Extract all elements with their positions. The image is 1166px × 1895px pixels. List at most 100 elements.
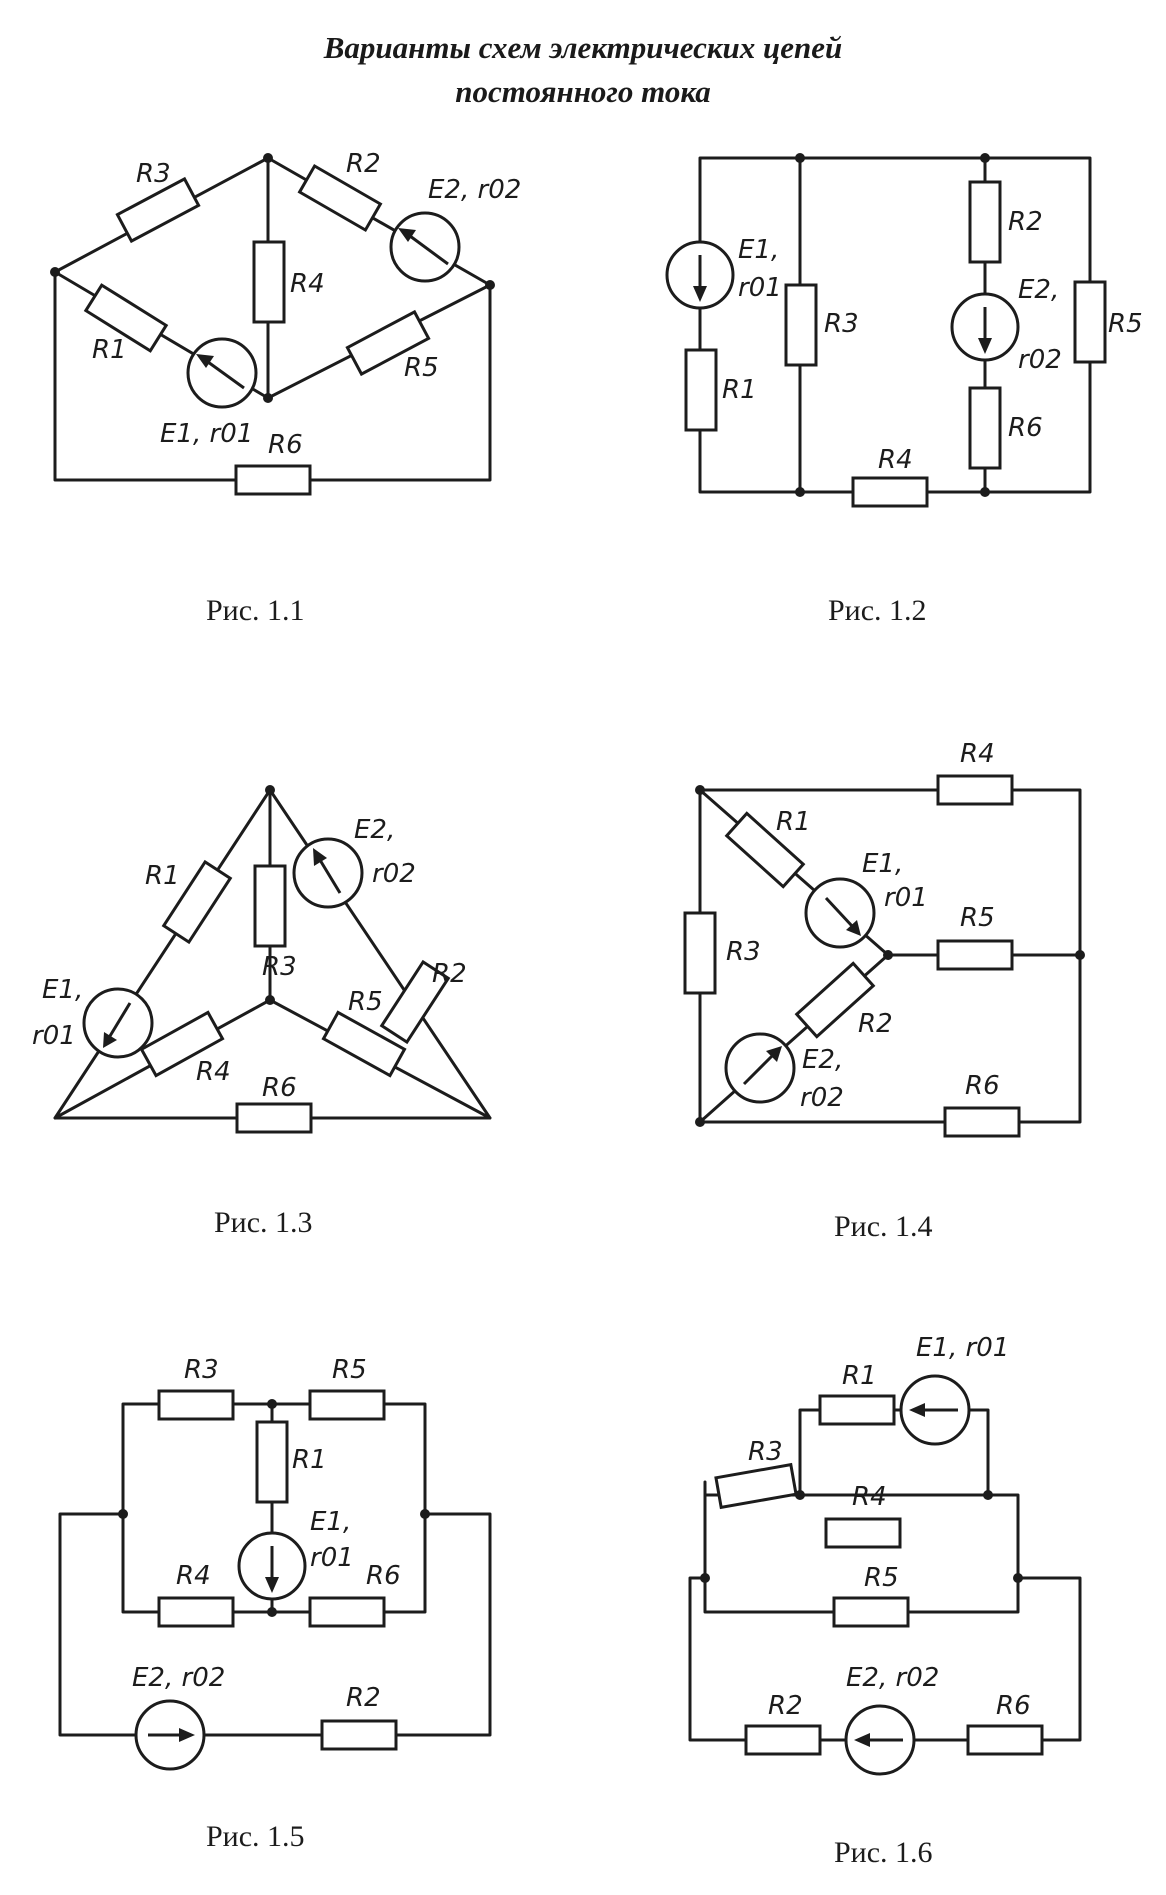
node <box>118 1509 128 1519</box>
node <box>980 487 990 497</box>
label-r1: R1 <box>292 1445 327 1475</box>
figure-1-6: E1, r01 R1 R3 R4 R5 E2, r02 R2 R6 Рис. 1… <box>688 1333 1082 1869</box>
node <box>695 785 705 795</box>
figure-1-4: R4 R1 E1, r01 R5 R3 R2 E2, r02 R6 Рис. 1… <box>683 739 1085 1243</box>
label-r2: R2 <box>1008 207 1043 237</box>
resistor-r1 <box>161 859 233 945</box>
label-r2: R2 <box>346 1683 381 1713</box>
resistor-r5 <box>832 1596 910 1628</box>
label-r3: R3 <box>726 937 761 967</box>
source-e1 <box>186 337 258 409</box>
label-r3: R3 <box>136 159 171 189</box>
resistor-r2 <box>744 1724 822 1756</box>
label-r3: R3 <box>748 1437 783 1467</box>
node <box>420 1509 430 1519</box>
caption-fig-1-3: Рис. 1.3 <box>214 1206 313 1239</box>
label-r1: R1 <box>842 1361 877 1391</box>
resistor-r1 <box>255 1420 289 1504</box>
resistor-r3 <box>714 1462 798 1510</box>
node <box>883 950 893 960</box>
label-e2-b: r02 <box>1018 345 1062 375</box>
caption-fig-1-6: Рис. 1.6 <box>834 1836 933 1869</box>
source-e1 <box>665 240 735 310</box>
resistor-r4 <box>252 240 286 324</box>
resistor-r1 <box>818 1394 896 1426</box>
label-e1-b: r01 <box>884 883 928 913</box>
node <box>263 153 273 163</box>
label-e2-a: E2, <box>1018 275 1059 305</box>
label-e1: E1, r01 <box>916 1333 1009 1363</box>
label-e2-a: E2, <box>354 815 395 845</box>
resistor-r6 <box>234 464 312 496</box>
resistor-r6 <box>308 1596 386 1628</box>
label-r1: R1 <box>776 807 811 837</box>
node <box>795 153 805 163</box>
resistor-r5 <box>1073 280 1107 364</box>
label-r6: R6 <box>1008 413 1043 443</box>
node <box>263 393 273 403</box>
figure-1-1: R3 R2 R4 R1 R5 R6 E1, r01 E2, r02 Рис. 1… <box>50 149 521 627</box>
label-r5: R5 <box>332 1355 367 1385</box>
label-r5: R5 <box>960 903 995 933</box>
resistor-r4 <box>824 1517 902 1549</box>
node <box>795 1490 805 1500</box>
label-r1: R1 <box>722 375 757 405</box>
label-r3: R3 <box>824 309 859 339</box>
caption-fig-1-2: Рис. 1.2 <box>828 594 927 627</box>
node <box>980 153 990 163</box>
caption-fig-1-4: Рис. 1.4 <box>834 1210 933 1243</box>
label-e1-a: E1, <box>42 975 83 1005</box>
resistor-r6 <box>235 1102 313 1134</box>
node <box>50 267 60 277</box>
label-e1-b: r01 <box>32 1021 76 1051</box>
label-r5: R5 <box>404 353 439 383</box>
node <box>1075 950 1085 960</box>
label-r6: R6 <box>262 1073 297 1103</box>
label-r4: R4 <box>196 1057 231 1087</box>
node <box>267 1607 277 1617</box>
resistor-r2 <box>794 961 876 1039</box>
resistor-r2 <box>320 1719 398 1751</box>
figure-1-5: R3 R5 R1 E1, r01 R4 R6 E2, r02 R2 Рис. 1… <box>58 1355 492 1853</box>
resistor-r1 <box>684 348 718 432</box>
label-r5: R5 <box>864 1563 899 1593</box>
resistor-r3 <box>683 911 717 995</box>
label-r5: R5 <box>348 987 383 1017</box>
label-r2: R2 <box>346 149 381 179</box>
source-e1 <box>899 1374 971 1446</box>
source-e1 <box>82 987 154 1059</box>
label-r6: R6 <box>965 1071 1000 1101</box>
source-e2 <box>134 1699 206 1771</box>
node <box>265 995 275 1005</box>
label-r4: R4 <box>176 1561 211 1591</box>
label-e2: E2, r02 <box>132 1663 225 1693</box>
label-r1: R1 <box>145 861 180 891</box>
source-e2 <box>844 1704 916 1776</box>
label-e2-b: r02 <box>800 1083 844 1113</box>
label-e1-a: E1, <box>310 1507 351 1537</box>
resistor-r2 <box>379 959 451 1045</box>
resistor-r2 <box>968 180 1002 264</box>
label-r1: R1 <box>92 335 127 365</box>
label-r3: R3 <box>184 1355 219 1385</box>
label-r2: R2 <box>858 1009 893 1039</box>
resistor-r3 <box>157 1389 235 1421</box>
source-e1 <box>804 877 876 949</box>
resistor-r1 <box>724 811 806 889</box>
label-e1-b: r01 <box>310 1543 354 1573</box>
label-r4: R4 <box>290 269 325 299</box>
resistor-r2 <box>297 163 383 233</box>
resistor-r3 <box>115 176 201 244</box>
label-e1-a: E1, <box>738 235 779 265</box>
figure-1-2: E1, r01 R1 R3 R2 E2, r02 R6 R5 R4 Рис. 1… <box>665 153 1143 627</box>
resistor-r4 <box>851 476 929 508</box>
resistor-r4 <box>139 1010 225 1078</box>
label-r4: R4 <box>960 739 995 769</box>
resistor-r1 <box>83 283 169 353</box>
label-r4: R4 <box>878 445 913 475</box>
label-r2: R2 <box>432 959 467 989</box>
page-title-line-1: Варианты схем электрических цепей <box>323 30 843 65</box>
label-r3: R3 <box>262 952 297 982</box>
